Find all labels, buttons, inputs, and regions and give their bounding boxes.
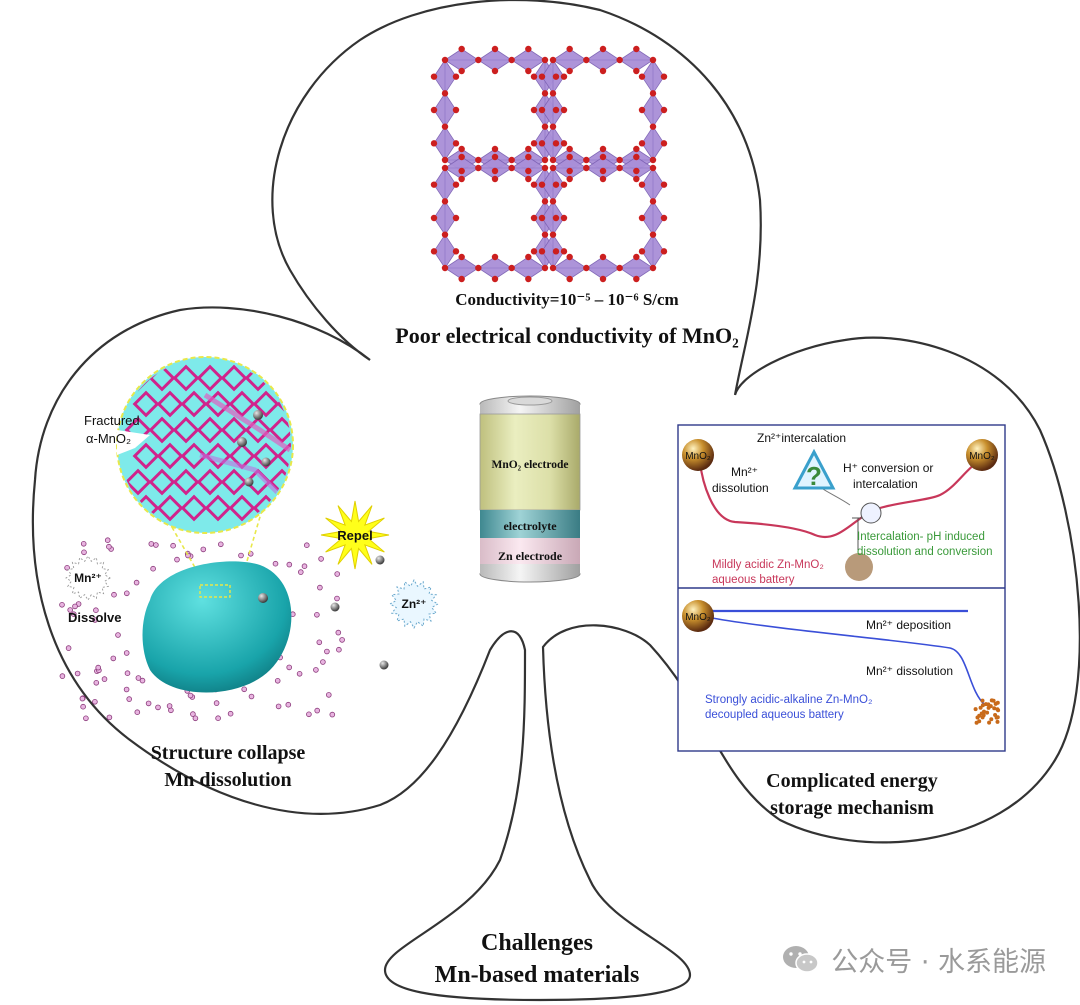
bottom-title-line1: Challenges <box>481 930 593 956</box>
mno2-left-label: MnO₂ <box>685 451 711 462</box>
lower-dissolution-label: Mn²⁺ dissolution <box>866 664 953 678</box>
mn-dissolution-label-1: Mn²⁺ <box>731 465 758 479</box>
left-panel: Fractured α-MnO₂ Mn²⁺ Dissolve Repel Zn²… <box>59 356 440 791</box>
dissolved-particle-cluster <box>973 698 1001 725</box>
mno2-sphere-left <box>682 439 714 471</box>
mn-ion-burst: Mn²⁺ <box>65 555 111 601</box>
particle-cluster-icon <box>845 553 873 581</box>
fractured-label: Fractured <box>84 413 140 428</box>
dissolution-curve <box>711 617 986 706</box>
cathode-layer <box>479 413 581 511</box>
question-mark-icon: ? <box>806 461 822 491</box>
mno2-right-label: MnO₂ <box>969 451 995 462</box>
mno2-crystal-lattice <box>430 45 668 283</box>
battery-illustration: MnO₂ electrode electrolyte Zn electrode <box>479 395 581 583</box>
zn-intercalation-label: Zn²⁺intercalation <box>757 431 846 445</box>
deposition-label: Mn²⁺ deposition <box>866 618 951 632</box>
anode-label: Zn electrode <box>498 549 563 563</box>
mn-ion-label: Mn²⁺ <box>74 571 102 585</box>
mn-dissolution-label-2: dissolution <box>712 481 769 495</box>
conductivity-label: Conductivity=10⁻⁵ – 10⁻⁶ S/cm <box>455 290 678 309</box>
right-panel: MnO₂ MnO₂ ? Zn²⁺intercalation Mn²⁺ disso… <box>677 424 1006 819</box>
mno2-lower-label: MnO₂ <box>685 612 711 623</box>
dissolve-label: Dissolve <box>68 610 121 625</box>
h-conversion-label-2: intercalation <box>853 477 918 491</box>
ph-probe-icon <box>860 502 882 524</box>
clover-outline <box>31 0 1080 1002</box>
electrolyte-label: electrolyte <box>503 519 557 533</box>
fractured-material-label: α-MnO₂ <box>86 431 131 446</box>
watermark: 公众号 · 水系能源 <box>781 940 1046 979</box>
right-caption-line1: Complicated energy <box>766 770 938 792</box>
repel-label: Repel <box>337 528 372 543</box>
watermark-text: 公众号 · 水系能源 <box>831 947 1046 978</box>
zn-ion-label: Zn²⁺ <box>402 597 427 611</box>
strong-battery-label-2: decoupled aqueous battery <box>705 709 844 721</box>
strong-battery-label-1: Strongly acidic-alkaline Zn-MnO₂ <box>705 694 872 706</box>
mild-battery-label-2: aqueous battery <box>712 574 795 586</box>
left-caption-line1: Structure collapse <box>151 742 306 764</box>
mn-ion-particles <box>59 537 345 722</box>
electrolyte-layer <box>480 510 580 538</box>
bottom-title-line2: Mn-based materials <box>435 962 640 988</box>
left-caption-line2: Mn dissolution <box>164 769 291 791</box>
ph-induced-label-2: dissolution and conversion <box>857 546 993 558</box>
h-conversion-label-1: H⁺ conversion or <box>843 461 933 475</box>
wechat-icon <box>783 945 819 973</box>
mno2-sphere-lower <box>682 600 714 632</box>
mildly-acidic-curve <box>698 459 981 538</box>
cathode-label: MnO₂ electrode <box>491 459 568 471</box>
mechanism-triangle: ? <box>792 448 836 491</box>
mno2-sphere-right <box>966 439 998 471</box>
right-caption-line2: storage mechanism <box>770 797 934 819</box>
top-panel-title: Poor electrical conductivity of MnO₂ <box>395 323 739 348</box>
ph-induced-label-1: Intercalation- pH induced <box>857 531 985 543</box>
mild-battery-label-1: Mildly acidic Zn-MnO₂ <box>712 559 824 571</box>
mno2-nanorod <box>142 561 292 693</box>
